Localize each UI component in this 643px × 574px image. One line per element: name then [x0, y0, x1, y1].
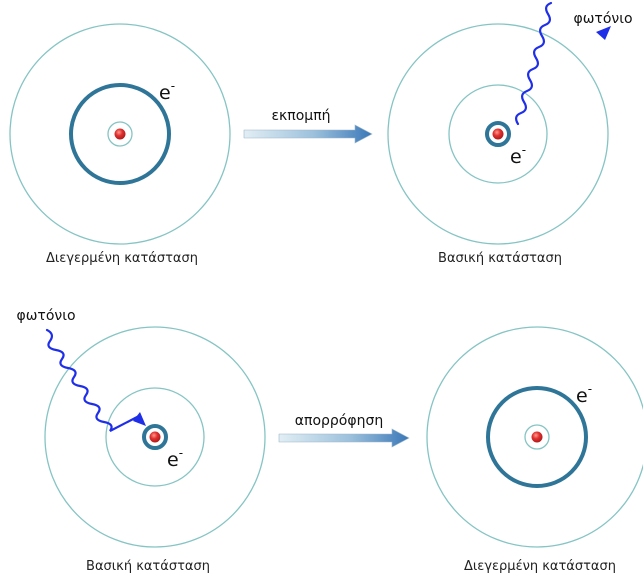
absorption-transition: απορρόφηση	[278, 413, 410, 448]
state-caption: Βασική κατάσταση	[86, 559, 210, 574]
electron-label: e-	[576, 382, 592, 407]
photon-label: φωτόνιο	[573, 11, 632, 27]
panel-bottom-right-excited: e- Διεγερμένη κατάσταση	[426, 326, 643, 574]
middle-orbit	[105, 387, 205, 487]
state-caption: Διεγερμένη κατάσταση	[464, 559, 616, 574]
electron-orbit	[486, 386, 588, 488]
incoming-photon-wave	[45, 328, 141, 432]
outer-orbit	[426, 326, 643, 548]
absorption-arrow	[278, 428, 410, 448]
nucleus	[114, 128, 126, 140]
nucleus	[492, 128, 504, 140]
photon-label: φωτόνιο	[16, 308, 75, 324]
electron-label: e-	[167, 446, 183, 471]
middle-orbit	[448, 84, 548, 184]
nucleus	[149, 431, 161, 443]
panel-top-left-excited: e- Διεγερμένη κατάσταση	[9, 23, 231, 266]
photon-arrowhead-icon	[133, 412, 146, 426]
panel-top-right-ground: e- φωτόνιο Βασική κατάσταση	[387, 1, 633, 266]
nucleus	[531, 431, 543, 443]
nucleus-ring	[107, 121, 133, 147]
emitted-photon-wave	[514, 1, 553, 126]
photon-arrowhead-icon	[596, 26, 611, 40]
outer-orbit	[387, 23, 609, 245]
state-caption: Διεγερμένη κατάσταση	[46, 251, 198, 266]
electron-orbit	[485, 121, 511, 147]
absorption-label: απορρόφηση	[295, 413, 383, 429]
outer-orbit	[9, 23, 231, 245]
emission-arrow	[243, 124, 373, 144]
nucleus-ring	[524, 424, 550, 450]
electron-orbit	[69, 83, 171, 185]
state-caption: Βασική κατάσταση	[438, 251, 562, 266]
outer-orbit	[44, 326, 266, 548]
emission-label: εκπομπή	[271, 108, 330, 124]
emission-transition: εκπομπή	[243, 108, 373, 144]
electron-orbit	[142, 424, 168, 450]
electron-label: e-	[159, 79, 175, 104]
panel-bottom-left-ground: e- φωτόνιο Βασική κατάσταση	[16, 308, 266, 574]
electron-label: e-	[510, 143, 526, 168]
